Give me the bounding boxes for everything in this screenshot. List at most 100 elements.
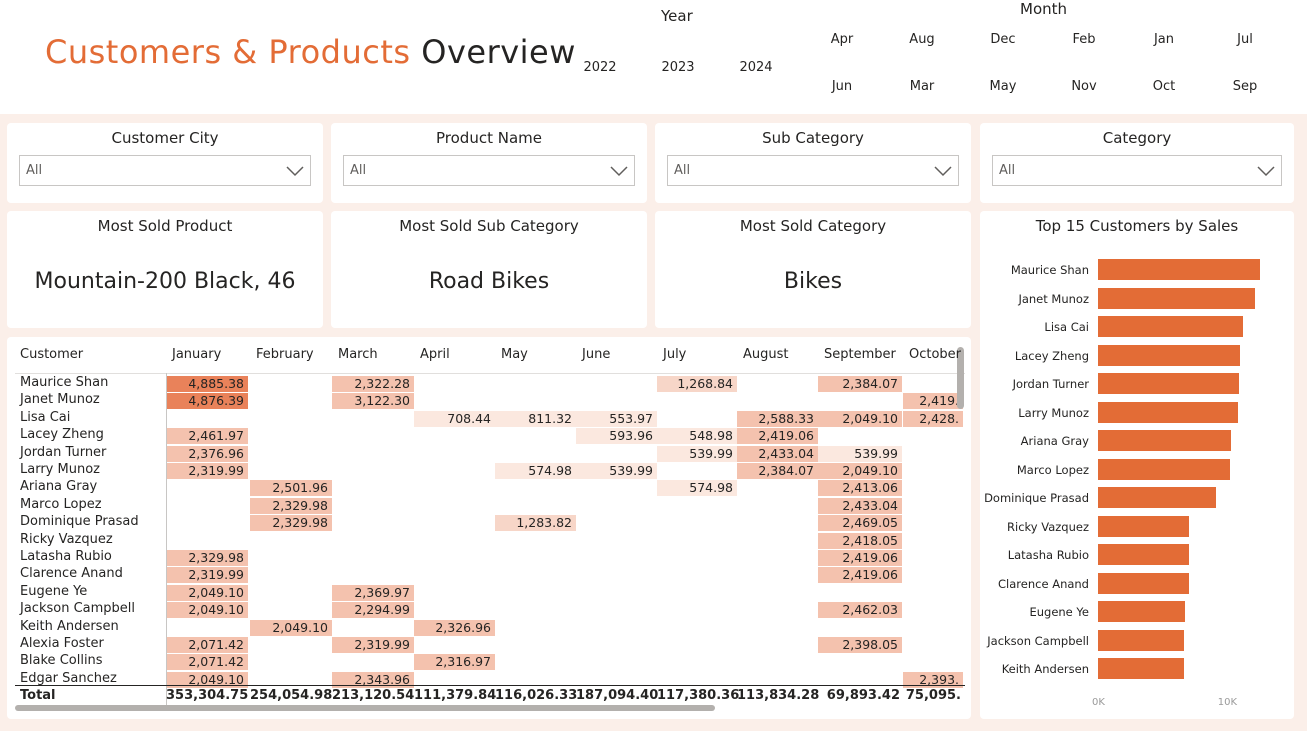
matrix-cell[interactable]: 2,393. <box>903 671 963 688</box>
bar[interactable] <box>1098 344 1241 366</box>
matrix-cell[interactable]: 2,433.04 <box>818 497 902 514</box>
matrix-row-label[interactable]: Latasha Rubio <box>20 549 112 564</box>
bar[interactable] <box>1098 287 1256 309</box>
matrix-cell[interactable]: 539.99 <box>818 445 902 462</box>
month-chip[interactable]: Aug <box>909 32 935 47</box>
matrix-cell[interactable]: 2,384.07 <box>737 463 818 479</box>
matrix-cell[interactable]: 2,071.42 <box>166 654 248 671</box>
matrix-cell[interactable]: 2,588.33 <box>737 410 818 427</box>
matrix-row-label[interactable]: Edgar Sanchez <box>20 670 117 686</box>
matrix-column-header[interactable]: February <box>256 347 314 362</box>
matrix-cell[interactable]: 2,428. <box>903 410 963 427</box>
matrix-cell[interactable]: 548.98 <box>657 428 737 445</box>
matrix-cell[interactable]: 539.99 <box>576 463 657 479</box>
matrix-cell[interactable]: 2,419.06 <box>818 550 902 566</box>
matrix-column-header[interactable]: August <box>743 347 789 362</box>
matrix-cell[interactable]: 2,322.28 <box>332 376 414 392</box>
matrix-cell[interactable]: 2,501.96 <box>250 480 332 497</box>
matrix-cell[interactable]: 593.96 <box>576 428 657 445</box>
matrix-cell[interactable]: 574.98 <box>657 480 737 497</box>
matrix-cell[interactable]: 811.32 <box>495 410 576 427</box>
matrix-row-label[interactable]: Ariana Gray <box>20 479 98 495</box>
matrix-row-label[interactable]: Jordan Turner <box>20 444 107 460</box>
product-name-dropdown[interactable]: All <box>343 155 635 186</box>
matrix-cell[interactable]: 2,049.10 <box>166 584 248 601</box>
matrix-cell[interactable]: 2,049.10 <box>166 602 248 619</box>
year-chip[interactable]: 2023 <box>661 60 695 75</box>
bar[interactable] <box>1098 458 1231 480</box>
matrix-cell[interactable]: 1,268.84 <box>657 376 737 392</box>
matrix-row-label[interactable]: Janet Munoz <box>20 392 100 408</box>
matrix-row-label[interactable]: Larry Munoz <box>20 462 100 477</box>
matrix-column-header[interactable]: July <box>663 347 687 362</box>
month-chip[interactable]: Jan <box>1153 32 1175 47</box>
matrix-cell[interactable]: 2,319.99 <box>332 637 414 653</box>
matrix-cell[interactable]: 2,049.10 <box>818 410 902 427</box>
matrix-column-header[interactable]: March <box>338 347 378 362</box>
bar[interactable] <box>1098 601 1185 622</box>
matrix-cell[interactable]: 2,469.05 <box>818 515 902 532</box>
matrix-cell[interactable]: 2,462.03 <box>818 602 902 619</box>
bar[interactable] <box>1098 658 1184 679</box>
matrix-column-header[interactable]: January <box>172 347 222 362</box>
category-dropdown[interactable]: All <box>992 155 1282 186</box>
matrix-row-label[interactable]: Maurice Shan <box>20 375 109 390</box>
matrix-cell[interactable]: 2,316.97 <box>414 654 495 671</box>
vertical-scrollbar[interactable] <box>957 347 964 409</box>
month-chip[interactable]: May <box>989 79 1017 94</box>
month-chip[interactable]: Mar <box>909 79 935 94</box>
month-chip[interactable]: Feb <box>1072 32 1096 47</box>
matrix-cell[interactable]: 2,433.04 <box>737 445 818 462</box>
matrix-row-label[interactable]: Jackson Campbell <box>20 601 136 617</box>
month-chip[interactable]: Nov <box>1071 79 1097 94</box>
matrix-cell[interactable]: 1,283.82 <box>495 515 576 532</box>
matrix-cell[interactable]: 2,319.99 <box>166 567 248 584</box>
bar[interactable] <box>1098 316 1243 337</box>
matrix-row-label[interactable]: Ricky Vazquez <box>20 531 113 547</box>
bar[interactable] <box>1098 544 1189 565</box>
year-chip[interactable]: 2022 <box>583 60 617 75</box>
month-chip[interactable]: Jun <box>831 79 853 94</box>
bar[interactable] <box>1098 401 1238 423</box>
matrix-cell[interactable]: 574.98 <box>495 463 576 479</box>
month-chip[interactable]: Sep <box>1232 79 1258 94</box>
matrix-row-label[interactable]: Lisa Cai <box>20 409 71 425</box>
matrix-column-header[interactable]: June <box>582 347 611 362</box>
matrix-cell[interactable]: 3,122.30 <box>332 393 414 410</box>
matrix-cell[interactable]: 2,376.96 <box>166 445 248 462</box>
horizontal-scrollbar[interactable] <box>15 705 715 711</box>
matrix-column-header[interactable]: May <box>501 347 528 362</box>
month-chip[interactable]: Apr <box>830 32 854 47</box>
matrix-cell[interactable]: 2,319.99 <box>166 463 248 479</box>
matrix-cell[interactable]: 2,326.96 <box>414 619 495 636</box>
matrix-row-label[interactable]: Dominique Prasad <box>20 514 139 530</box>
matrix-cell[interactable]: 4,885.38 <box>166 376 248 392</box>
matrix-cell[interactable]: 2,419.06 <box>737 428 818 445</box>
bar[interactable] <box>1098 515 1189 537</box>
matrix-row-label[interactable]: Blake Collins <box>20 653 103 669</box>
matrix-row-label[interactable]: Keith Andersen <box>20 618 119 634</box>
sub-category-dropdown[interactable]: All <box>667 155 959 186</box>
month-chip[interactable]: Jul <box>1237 32 1253 47</box>
matrix-cell[interactable]: 2,049.10 <box>818 463 902 479</box>
matrix-cell[interactable]: 553.97 <box>576 410 657 427</box>
bar[interactable] <box>1098 259 1261 280</box>
matrix-row-label[interactable]: Eugene Ye <box>20 583 88 599</box>
year-chip[interactable]: 2024 <box>739 60 773 75</box>
matrix-cell[interactable]: 2,294.99 <box>332 602 414 619</box>
matrix-column-header[interactable]: September <box>824 347 896 362</box>
customer-city-dropdown[interactable]: All <box>19 155 311 186</box>
month-chip[interactable]: Dec <box>990 32 1016 47</box>
bar[interactable] <box>1098 572 1189 594</box>
matrix-column-header[interactable]: April <box>420 347 450 362</box>
matrix-row-label[interactable]: Clarence Anand <box>20 566 123 582</box>
matrix-cell[interactable]: 2,419. <box>903 393 963 410</box>
matrix-cell[interactable]: 2,384.07 <box>818 376 902 392</box>
bar[interactable] <box>1098 430 1232 451</box>
matrix-cell[interactable]: 2,343.96 <box>332 671 414 688</box>
bar[interactable] <box>1098 487 1217 508</box>
matrix-row-label[interactable]: Marco Lopez <box>20 496 102 512</box>
matrix-cell[interactable]: 2,419.06 <box>818 567 902 584</box>
matrix-cell[interactable]: 2,049.10 <box>250 619 332 636</box>
matrix-cell[interactable]: 2,071.42 <box>166 637 248 653</box>
